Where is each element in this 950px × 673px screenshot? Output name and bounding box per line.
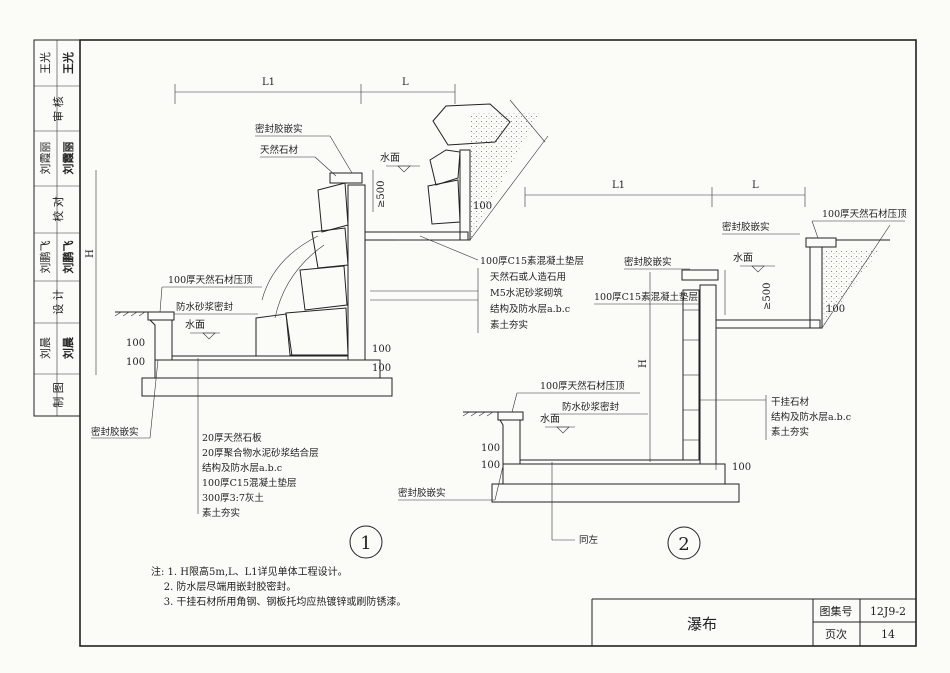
d2-callouts-right: 干挂石材 结构及防水层a.b.c 素土夯实 <box>700 395 851 440</box>
sidebar-top-name: 王光 <box>38 52 52 74</box>
d2-water-upper: 水面 <box>733 252 753 264</box>
d1-water-upper: 水面 <box>380 152 400 164</box>
d2-dim-H: H <box>638 359 649 368</box>
title-block-atlas-label: 图集号 <box>820 604 853 618</box>
d1-bottom-2: 结构及防水层a.b.c <box>202 462 282 474</box>
d1-callouts-bottom: 20厚天然石板 20厚聚合物水泥砂浆结合层 结构及防水层a.b.c 100厚C1… <box>202 432 319 519</box>
d1-100-upper: 100 <box>473 201 492 212</box>
d2-right-2: 素土夯实 <box>771 426 809 438</box>
sidebar-top-sign: 王光 <box>61 52 75 74</box>
title-block: 瀑布 图集号 12J9-2 页次 14 <box>591 598 916 646</box>
d1-right-3: 结构及防水层a.b.c <box>490 303 570 315</box>
d1-bottom-4: 300厚3:7灰土 <box>202 492 264 504</box>
sidebar-checker-sign: 刘霞丽 <box>61 142 75 175</box>
d2-same-left: 同左 <box>579 534 599 546</box>
d2-right-1: 结构及防水层a.b.c <box>771 411 851 423</box>
d2-right-0: 干挂石材 <box>771 396 810 408</box>
d2-100-upper: 100 <box>826 304 845 315</box>
sidebar-designer-sign: 刘鹏飞 <box>61 241 75 274</box>
d2-100-left-a: 100 <box>481 443 500 454</box>
d1-right-0: 100厚C15素混凝土垫层 <box>480 255 584 267</box>
title-block-atlas-value: 12J9-2 <box>870 605 906 618</box>
sidebar-review-label: 审 核 <box>51 96 65 122</box>
sidebar-drafter-name: 刘晨 <box>39 337 52 359</box>
d2-callout-seal-mid: 密封胶嵌实 <box>624 256 672 268</box>
d2-callout-cap-right: 100厚天然石材压顶 <box>822 208 907 220</box>
d1-100-right-b: 100 <box>372 363 391 374</box>
signature-sidebar: 王光 王光 审 核 刘霞丽 刘霞丽 校 对 刘鹏飞 刘鹏飞 设 计 刘晨 刘晨 … <box>33 39 81 417</box>
title-block-title: 瀑布 <box>687 615 717 633</box>
d2-callout-slab: 100厚C15素混凝土垫层 <box>594 291 698 303</box>
note-2: 2. 防水层尽端用嵌封胶密封。 <box>151 582 297 593</box>
detail-2: L1 L H 水面 水面 <box>398 180 907 560</box>
d2-callout-cap-left: 100厚天然石材压顶 <box>540 380 625 392</box>
d2-callout-seal-bottom: 密封胶嵌实 <box>398 487 446 499</box>
sidebar-designer-name: 刘鹏飞 <box>39 241 52 274</box>
detail-1: L1 L H <box>85 77 584 559</box>
title-block-page-label: 页次 <box>825 627 847 641</box>
d2-water-lower: 水面 <box>540 413 560 425</box>
d1-dim-H: H <box>85 249 96 258</box>
note-1: 注: 1. H限高5m,L、L1详见单体工程设计。 <box>151 567 348 578</box>
d1-callout-seal-bottom: 密封胶嵌实 <box>91 426 139 438</box>
d2-callout-seal-top: 密封胶嵌实 <box>722 221 770 233</box>
d1-callout-seal: 密封胶嵌实 <box>255 123 303 135</box>
d1-100-left-b: 100 <box>126 357 145 368</box>
sidebar-checker-name: 刘霞丽 <box>39 142 52 175</box>
d1-100-left-a: 100 <box>126 338 145 349</box>
d1-callout-mortar: 防水砂浆密封 <box>176 301 234 313</box>
notes: 注: 1. H限高5m,L、L1详见单体工程设计。 2. 防水层尽端用嵌封胶密封… <box>151 565 406 610</box>
d1-bottom-0: 20厚天然石板 <box>202 432 262 444</box>
note-3: 3. 干挂石材所用角钢、钢板托均应热镀锌或刷防锈漆。 <box>151 597 407 608</box>
d2-callout-mortar: 防水砂浆密封 <box>562 401 620 413</box>
d1-100-right-a: 100 <box>372 344 391 355</box>
d1-callout-cap: 100厚天然石材压顶 <box>168 274 253 286</box>
d2-dim-L1: L1 <box>612 180 625 191</box>
d1-ge500: ≥500 <box>376 181 387 208</box>
title-block-page-value: 14 <box>881 628 895 641</box>
d1-number: 1 <box>360 533 371 554</box>
d1-right-4: 素土夯实 <box>490 319 528 331</box>
d2-ge500: ≥500 <box>762 283 773 310</box>
d2-dim-L: L <box>752 180 759 191</box>
d2-100-left-b: 100 <box>481 460 500 471</box>
sidebar-drafter-sign: 刘晨 <box>61 336 75 359</box>
d1-right-2: M5水泥砂浆砌筑 <box>490 287 563 299</box>
d1-water-lower: 水面 <box>185 319 205 331</box>
d1-bottom-1: 20厚聚合物水泥砂浆结合层 <box>202 447 319 459</box>
d2-100-right: 100 <box>732 462 751 473</box>
sidebar-check-label: 校 对 <box>51 196 65 222</box>
d1-bottom-3: 100厚C15混凝土垫层 <box>202 477 297 489</box>
d1-dim-L: L <box>402 77 409 88</box>
d1-right-1: 天然石或人造石用 <box>490 271 566 283</box>
d2-number: 2 <box>678 534 689 555</box>
sidebar-design-label: 设 计 <box>52 289 65 315</box>
d1-callouts-right: 100厚C15素混凝土垫层 天然石或人造石用 M5水泥砂浆砌筑 结构及防水层a.… <box>370 235 584 333</box>
d1-dim-L1: L1 <box>262 77 275 88</box>
sidebar-draw-label: 制 图 <box>52 382 65 408</box>
d1-bottom-5: 素土夯实 <box>202 507 240 519</box>
d1-callout-stone: 天然石材 <box>260 144 299 156</box>
